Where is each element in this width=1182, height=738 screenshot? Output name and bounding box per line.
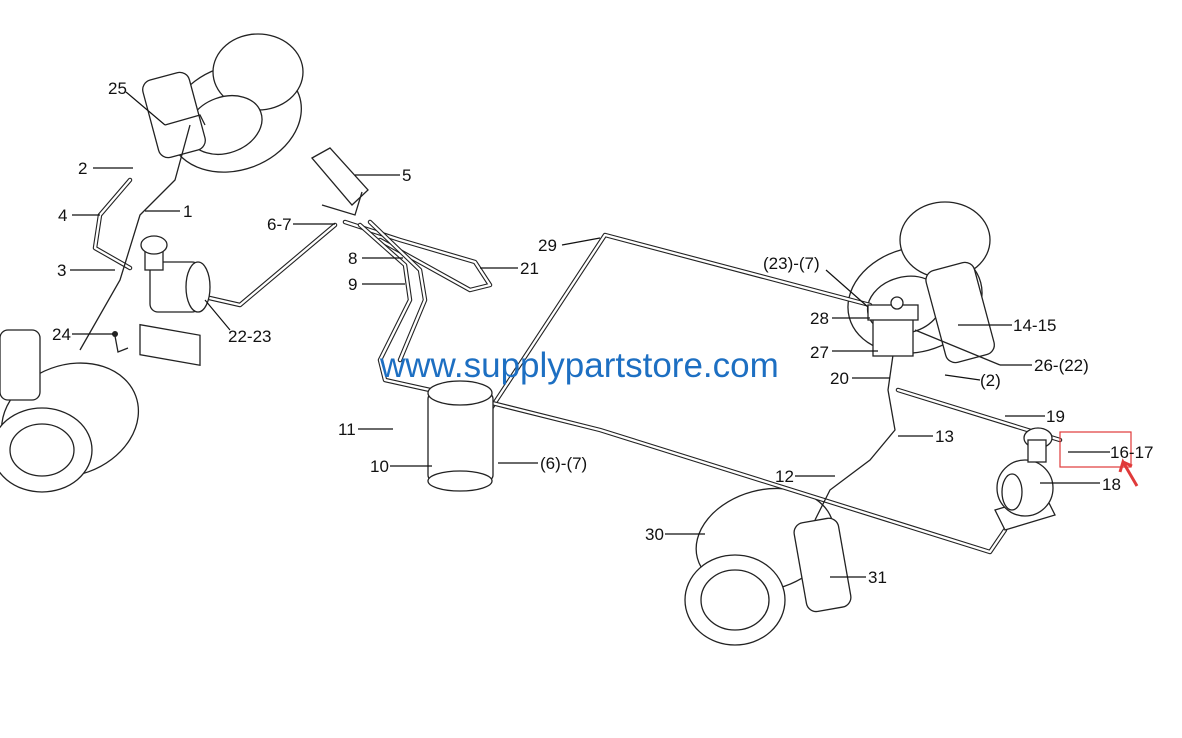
callout-2-ref: (2) — [980, 371, 1001, 390]
master-cylinder-left — [139, 235, 211, 367]
callout-18: 18 — [1102, 475, 1121, 494]
callout-19: 19 — [1046, 407, 1065, 426]
callout-1: 1 — [183, 202, 192, 221]
callout-25: 25 — [108, 79, 127, 98]
callout-26-22: 26-(22) — [1034, 356, 1089, 375]
callout-8: 8 — [348, 249, 357, 268]
callout-24: 24 — [52, 325, 71, 344]
callout-13: 13 — [935, 427, 954, 446]
callout-3: 3 — [57, 261, 66, 280]
callout-6-7-ref: (6)-(7) — [540, 454, 587, 473]
callout-20: 20 — [830, 369, 849, 388]
callout-28: 28 — [810, 309, 829, 328]
callout-14-15: 14-15 — [1013, 316, 1056, 335]
callout-4: 4 — [58, 206, 67, 225]
leader-lines — [70, 91, 1110, 578]
callout-2: 2 — [78, 159, 87, 178]
callout-23-7-ref: (23)-(7) — [763, 254, 820, 273]
callout-9: 9 — [348, 275, 357, 294]
wheel-hub-bottom-left — [0, 329, 140, 493]
callout-31: 31 — [868, 568, 887, 587]
master-cylinder-right — [994, 427, 1056, 531]
watermark: www.supplypartstore.com — [380, 346, 779, 385]
wheel-hub-right — [847, 201, 995, 364]
callout-10: 10 — [370, 457, 389, 476]
callout-6-7: 6-7 — [267, 215, 292, 234]
air-tank — [427, 380, 494, 492]
callout-12: 12 — [775, 467, 794, 486]
callout-22-23: 22-23 — [228, 327, 271, 346]
callout-21: 21 — [520, 259, 539, 278]
callout-11: 11 — [338, 420, 356, 439]
wheel-hub-top-left — [142, 33, 304, 173]
callout-16-17: 16-17 — [1110, 443, 1153, 462]
highlight-box — [1059, 431, 1132, 468]
callout-29: 29 — [538, 236, 557, 255]
callout-27: 27 — [810, 343, 829, 362]
callout-5: 5 — [402, 166, 411, 185]
bracket-24 — [112, 331, 129, 353]
valve-block — [867, 296, 919, 357]
red-arrow-icon — [1118, 458, 1139, 487]
wheel-hub-bottom — [684, 487, 852, 646]
brake-pedal — [310, 147, 369, 216]
callout-30: 30 — [645, 525, 664, 544]
